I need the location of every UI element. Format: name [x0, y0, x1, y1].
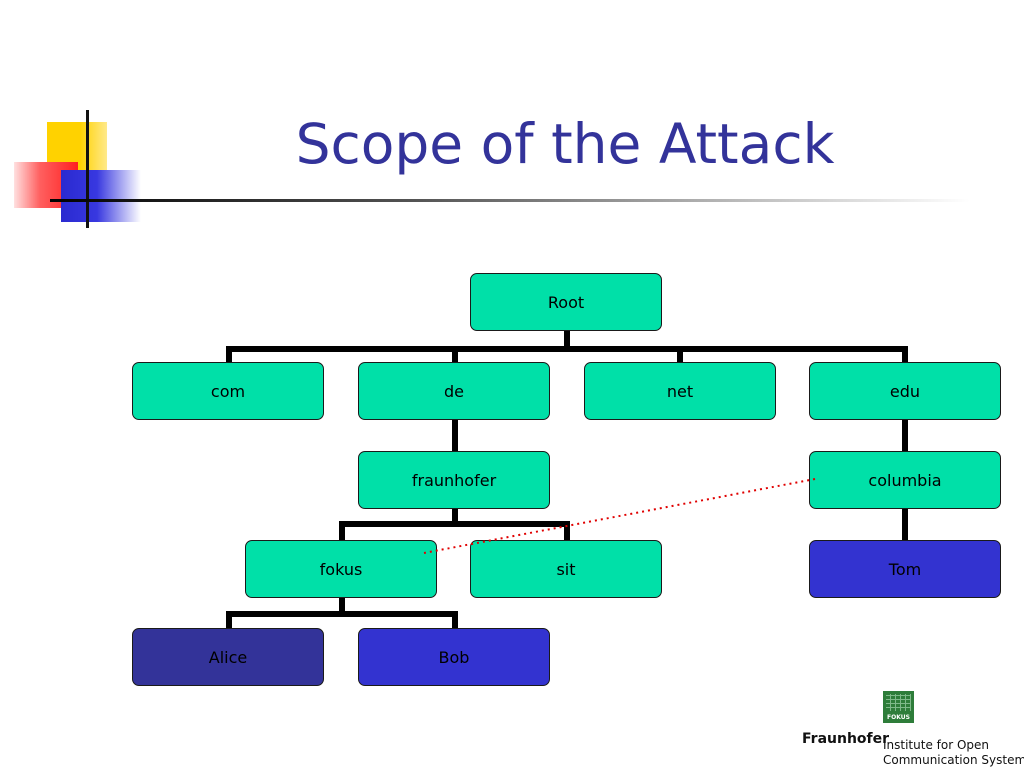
- node-tom: Tom: [809, 540, 1001, 598]
- node-net: net: [584, 362, 776, 420]
- node-com: com: [132, 362, 324, 420]
- node-edu: edu: [809, 362, 1001, 420]
- fokus-logo: FOKUS: [883, 691, 914, 723]
- node-sit: sit: [470, 540, 662, 598]
- node-alice: Alice: [132, 628, 324, 686]
- decor-blue-square: [61, 170, 141, 222]
- node-fokus: fokus: [245, 540, 437, 598]
- node-root: Root: [470, 273, 662, 331]
- node-fraunhofer: fraunhofer: [358, 451, 550, 509]
- node-bob: Bob: [358, 628, 550, 686]
- title-underline: [50, 199, 970, 202]
- attack-dotted-line: [423, 478, 816, 554]
- node-columbia: columbia: [809, 451, 1001, 509]
- logo-institute-line2: Communication Systems: [883, 753, 1024, 767]
- node-de: de: [358, 362, 550, 420]
- slide-title: Scope of the Attack: [295, 112, 835, 176]
- logo-grid-icon: [886, 694, 911, 711]
- logo-org-name: Fraunhofer: [802, 731, 890, 747]
- logo-institute-line1: Institute for Open: [883, 738, 990, 752]
- decor-vertical-line: [86, 110, 89, 228]
- logo-badge-text: FOKUS: [887, 714, 910, 721]
